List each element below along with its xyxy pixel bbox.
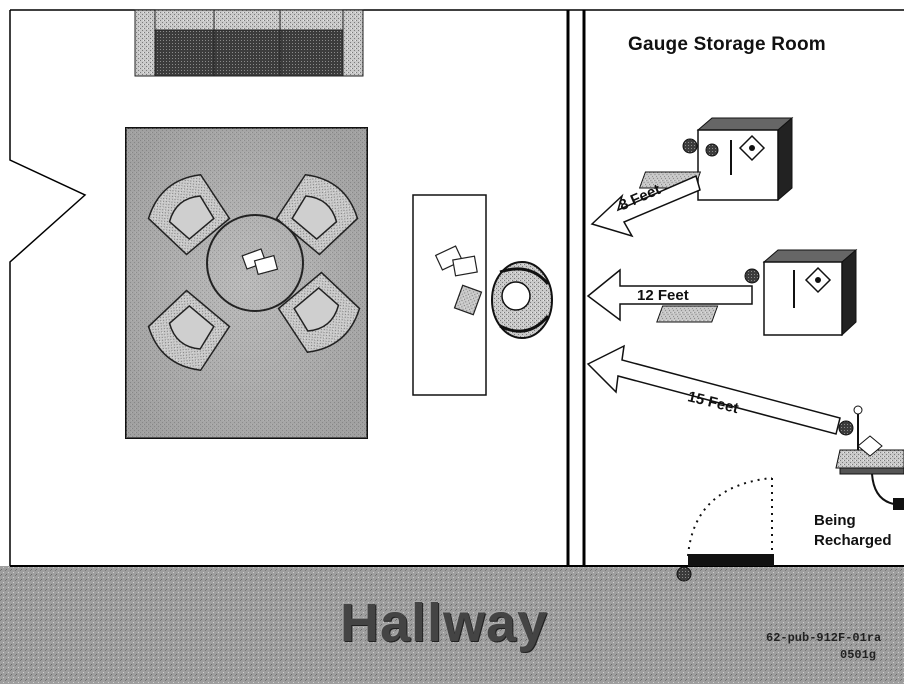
figure-code-line2: 0501g <box>840 648 877 662</box>
dosimeter-badge-icon <box>744 268 760 284</box>
desk-papers-icon <box>434 245 483 316</box>
nuclear-gauge-icon <box>835 405 904 475</box>
hallway-floor <box>0 566 904 684</box>
nuclear-gauge-icon <box>656 270 795 323</box>
armchair-icon <box>275 173 359 256</box>
dosimeter-badge-icon <box>676 566 692 582</box>
papers-icon <box>241 248 279 276</box>
hallway-label: Hallway <box>340 593 549 653</box>
distance-arrow <box>590 174 701 238</box>
armchair-icon <box>277 271 361 354</box>
distance-arrow <box>586 344 841 435</box>
distance-label-12: 12 Feet <box>637 287 689 304</box>
gauge-storage-box-icon <box>638 116 794 202</box>
dosimeter-badge-icon <box>682 138 698 154</box>
charging-status-line1: Being <box>814 512 856 529</box>
person-at-desk-icon <box>491 261 553 339</box>
figure-code-line1: 62-pub-912F-01ra <box>766 631 882 645</box>
charging-status-line2: Recharged <box>814 532 892 549</box>
gauge-storage-box-icon <box>656 248 858 337</box>
armchair-icon <box>147 289 231 372</box>
door-swing-icon <box>676 477 774 582</box>
charger-plug-icon <box>871 473 904 510</box>
sofa-icon <box>134 9 364 77</box>
armchair-icon <box>147 173 231 256</box>
coffee-table-icon <box>206 214 304 312</box>
distance-arrow <box>586 268 753 322</box>
room-title: Gauge Storage Room <box>628 34 826 55</box>
